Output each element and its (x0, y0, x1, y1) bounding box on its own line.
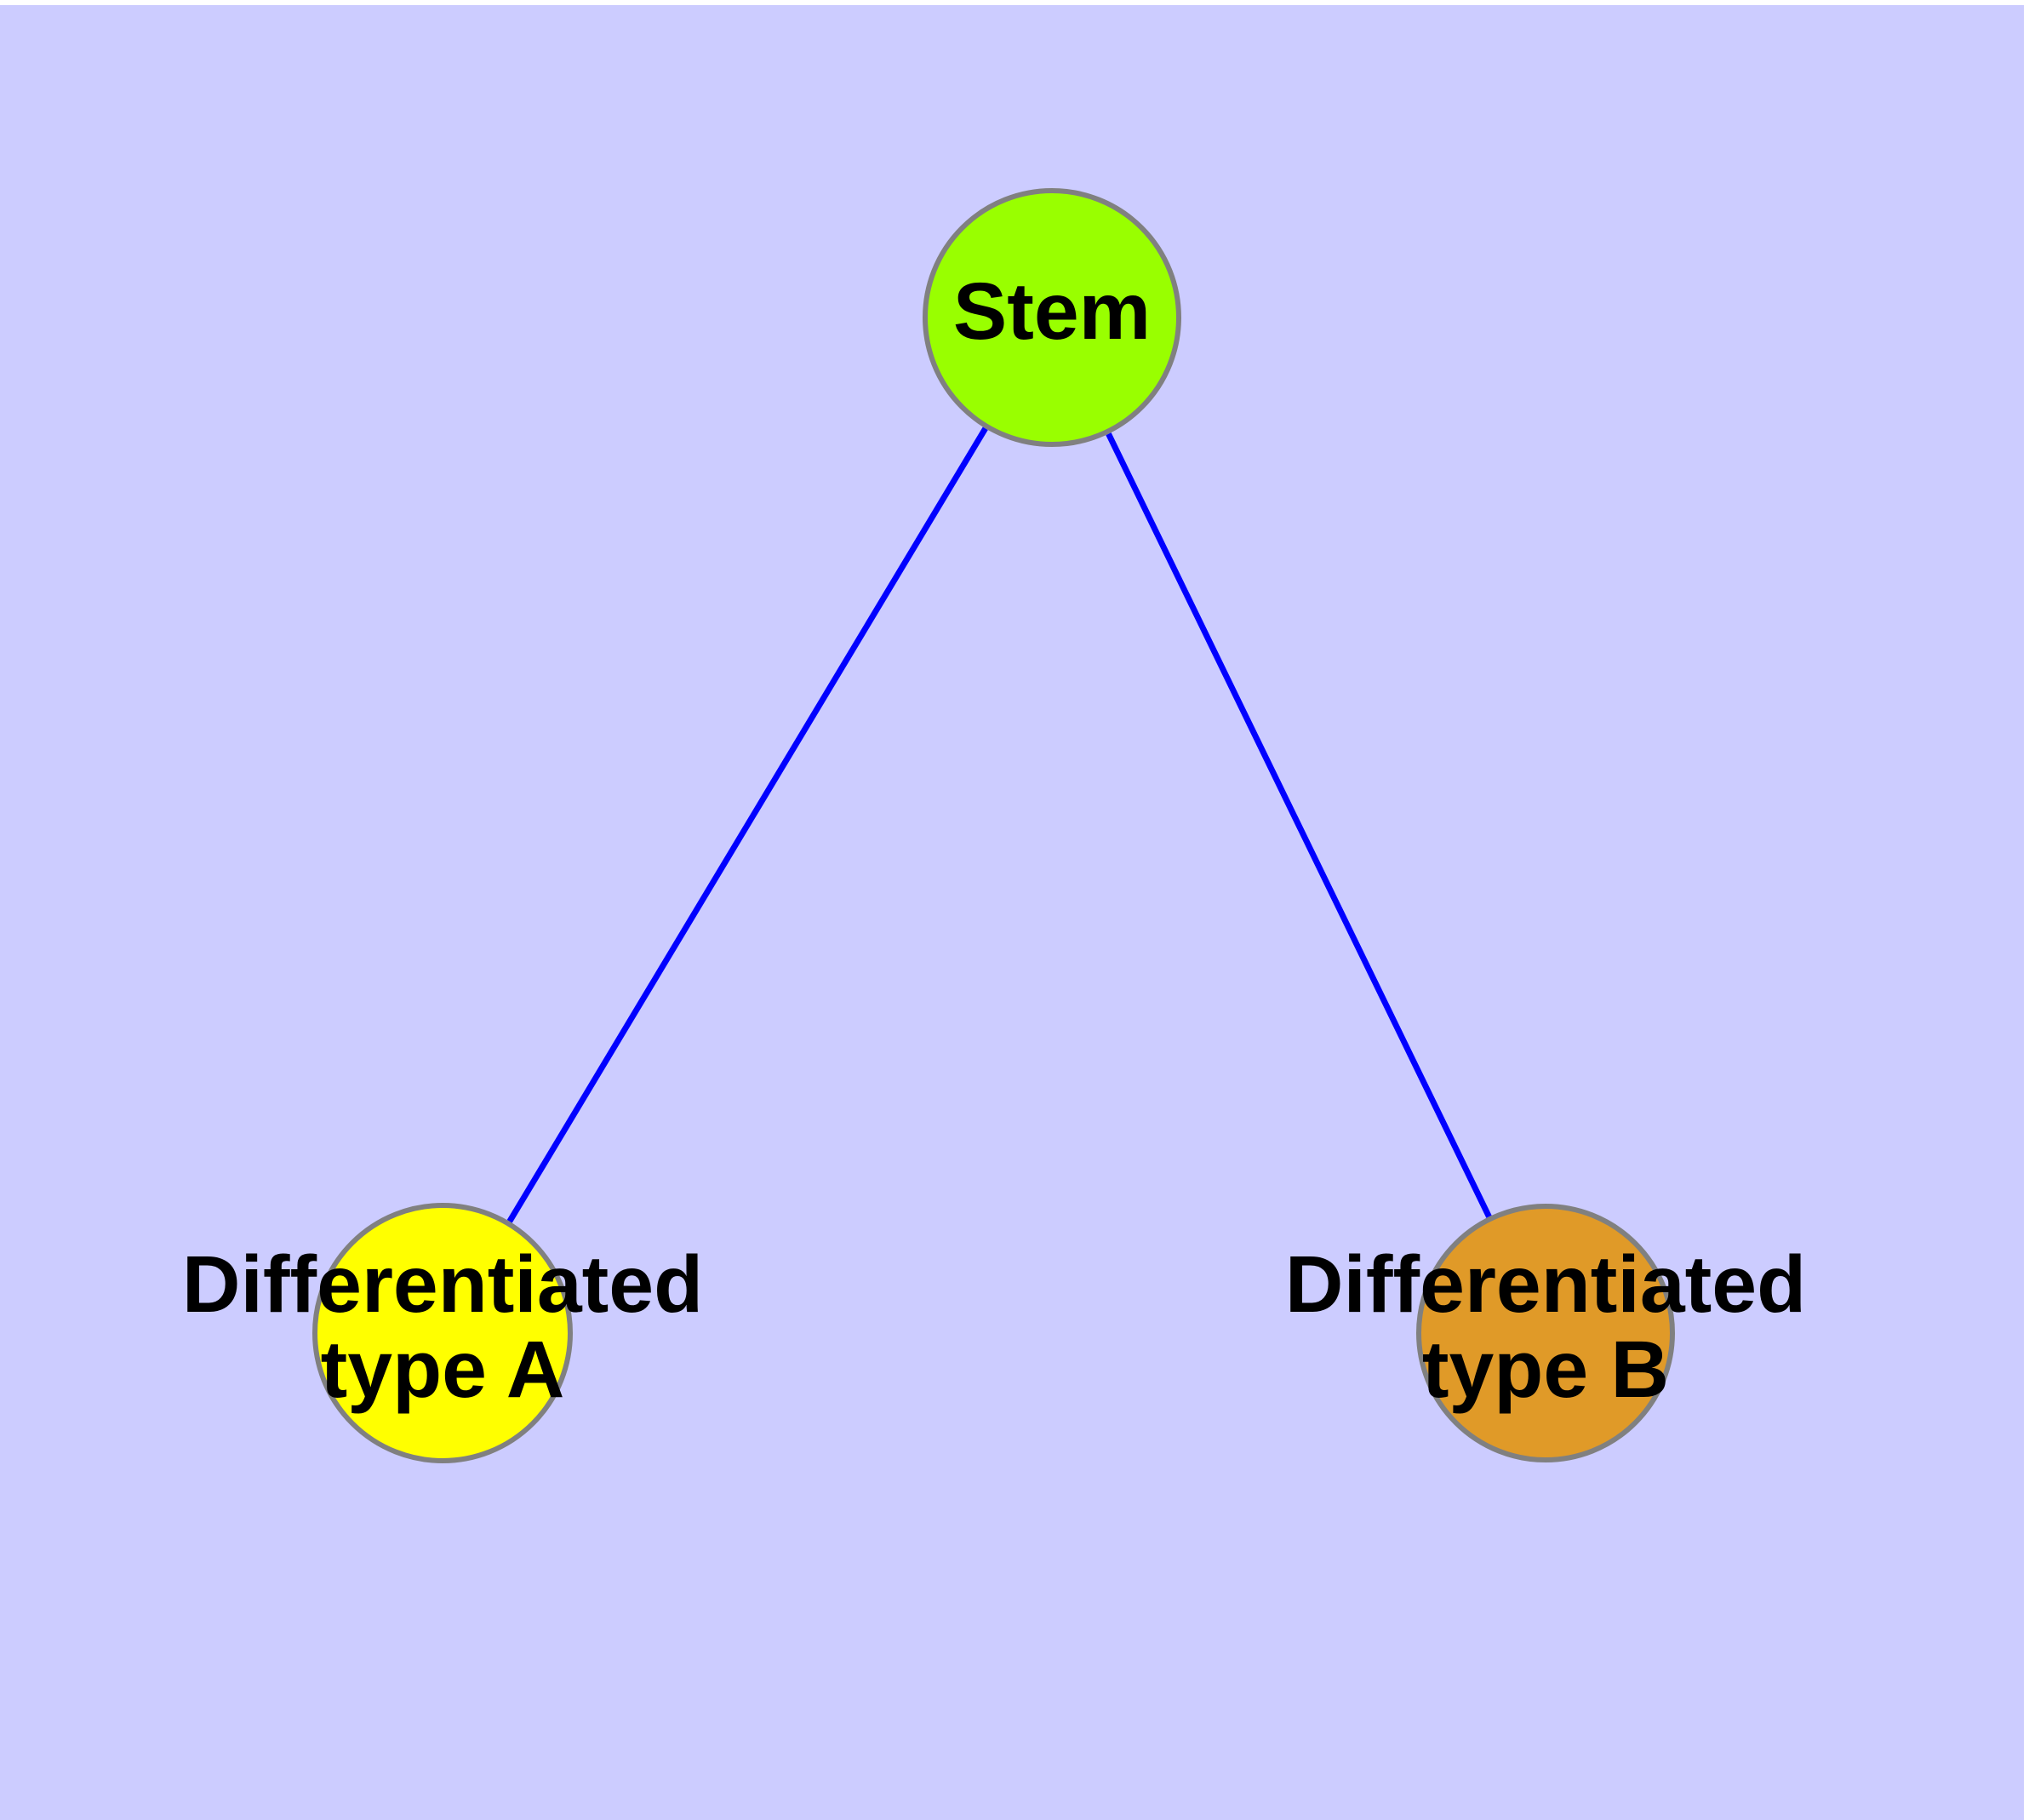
node-label-line: type B (1422, 1325, 1669, 1415)
node-label-line: type A (321, 1325, 565, 1415)
node-stem[interactable] (923, 188, 1181, 447)
node-diff_a[interactable] (312, 1203, 573, 1463)
node-label-line: Stem (953, 266, 1151, 357)
edge-stem-diff-b[interactable] (1106, 432, 1492, 1218)
edge-stem-diff-a[interactable] (506, 426, 988, 1223)
node-label-line: Differentiated (1285, 1239, 1806, 1330)
node-label-stem: Stem (953, 266, 1151, 357)
node-label-line: Differentiated (182, 1239, 703, 1330)
node-diff_b[interactable] (1416, 1204, 1675, 1462)
nodes-layer (312, 188, 1675, 1463)
edges-layer (506, 426, 1492, 1223)
